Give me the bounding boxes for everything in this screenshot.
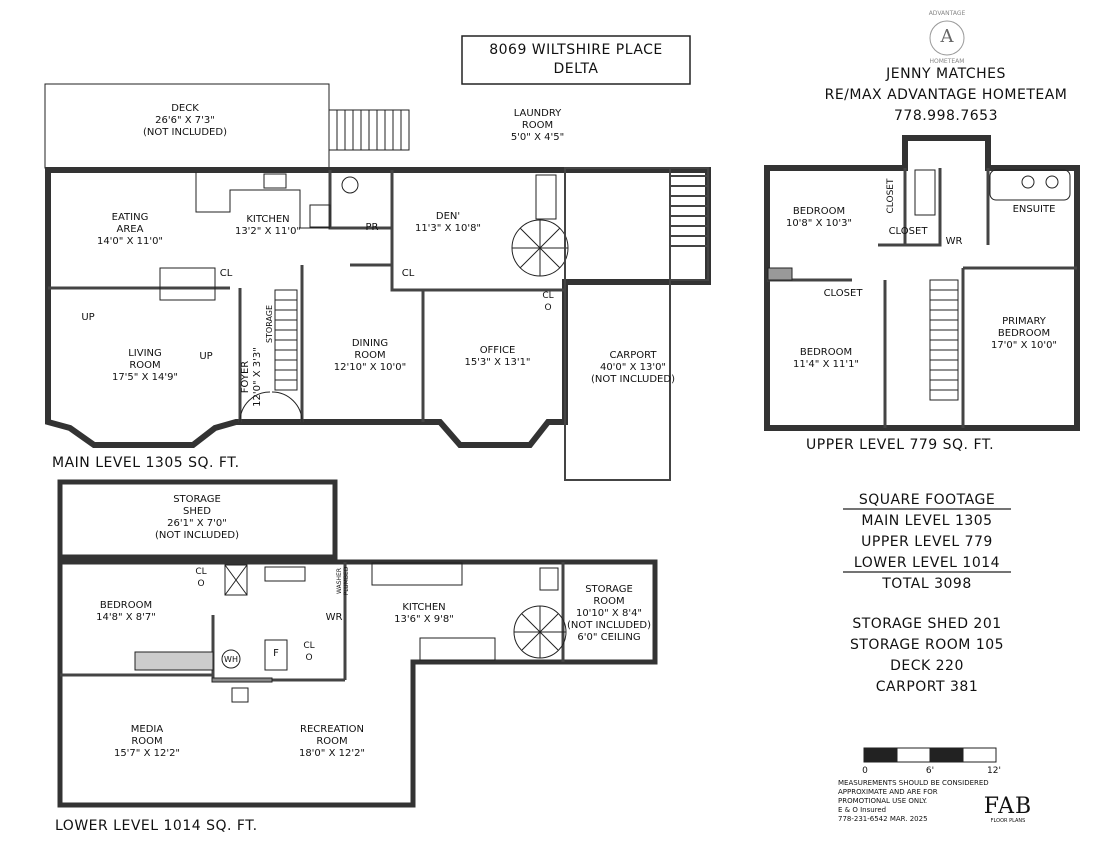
sqft-upper: UPPER LEVEL 779 xyxy=(861,534,993,550)
tag-furnace: F xyxy=(273,648,279,659)
address-line-1: 8069 WILTSHIRE PLACE xyxy=(489,42,663,58)
sqft-deck: DECK 220 xyxy=(890,658,964,674)
tag-clo-bedroom: CLO xyxy=(195,567,207,589)
room-storage-shed: STORAGE SHED 26'1" X 7'0" (NOT INCLUDED) xyxy=(155,494,239,541)
upper-level-walls xyxy=(764,135,1080,431)
brand-logo: FAB FLOOR PLANS xyxy=(983,794,1033,825)
sqft-lower: LOWER LEVEL 1014 xyxy=(853,555,1001,571)
sqft-shed: STORAGE SHED 201 xyxy=(852,616,1002,632)
room-primary-bedroom: PRIMARY BEDROOM 17'0" X 10'0" xyxy=(990,316,1058,351)
room-lower-kitchen: KITCHEN 13'6" X 9'8" xyxy=(394,602,454,625)
tag-up-foyer: UP xyxy=(199,351,213,362)
agent-company: RE/MAX ADVANTAGE HOMETEAM xyxy=(824,87,1068,103)
sqft-carport: CARPORT 381 xyxy=(875,679,979,695)
room-foyer: FOYER 12'0" X 3'3" xyxy=(240,347,263,407)
scale-tick-12: 12' xyxy=(987,766,1001,776)
logo-top-text: ADVANTAGE xyxy=(928,10,966,17)
tag-closet-hall: CLOSET xyxy=(888,226,928,237)
scale-tick-6: 6' xyxy=(925,766,935,776)
room-dining: DINING ROOM 12'10" X 10'0" xyxy=(333,338,407,373)
tag-clo-office: CLO xyxy=(542,291,554,313)
upper-level-caption: UPPER LEVEL 779 SQ. FT. xyxy=(806,437,995,453)
tag-washer-plumbed: WASHER PLUMBED xyxy=(336,566,350,596)
tag-up-living: UP xyxy=(81,312,95,323)
room-laundry: LAUNDRY ROOM 5'0" X 4'5" xyxy=(510,108,565,143)
sqft-total: TOTAL 3098 xyxy=(882,576,972,592)
room-eating-area: EATING AREA 14'0" X 11'0" xyxy=(96,212,164,247)
agent-phone: 778.998.7653 xyxy=(894,108,998,124)
room-recreation: RECREATION ROOM 18'0" X 12'2" xyxy=(298,724,366,759)
logo-circle xyxy=(929,20,965,56)
room-ensuite: ENSUITE xyxy=(1012,204,1056,215)
logo-letter: A xyxy=(940,26,954,47)
logo-bottom-text: HOMETEAM xyxy=(929,58,965,65)
tag-wh: WH xyxy=(224,655,238,664)
tag-closet-bedroom: CLOSET xyxy=(823,288,863,299)
room-upper-bedroom-2: BEDROOM 11'4" X 11'1" xyxy=(792,347,860,370)
sqft-storage-room: STORAGE ROOM 105 xyxy=(849,637,1005,653)
room-upper-bedroom-1: BEDROOM 10'8" X 10'3" xyxy=(785,206,853,229)
tag-closet-vertical: CLOSET xyxy=(886,178,896,214)
tag-cl-kitchen: CL xyxy=(219,268,233,279)
room-carport: CARPORT 40'0" X 13'0" (NOT INCLUDED) xyxy=(591,350,675,385)
shed-outline xyxy=(57,479,338,560)
room-den: DEN' 11'3" X 10'8" xyxy=(414,211,482,234)
main-level-caption: MAIN LEVEL 1305 SQ. FT. xyxy=(52,455,240,471)
room-media: MEDIA ROOM 15'7" X 12'2" xyxy=(113,724,181,759)
scale-tick-0: 0 xyxy=(862,766,868,776)
tag-storage: STORAGE xyxy=(265,304,274,344)
address-line-2: DELTA xyxy=(553,61,599,77)
lower-level-walls xyxy=(57,559,658,808)
carport-outline xyxy=(564,167,671,481)
room-storage-room: STORAGE ROOM 10'10" X 8'4" (NOT INCLUDED… xyxy=(567,584,651,643)
main-level-walls xyxy=(45,167,711,448)
tag-clo-hall: CLO xyxy=(303,641,315,663)
room-lower-bedroom: BEDROOM 14'8" X 8'7" xyxy=(96,600,156,623)
room-deck: DECK 26'6" X 7'3" (NOT INCLUDED) xyxy=(143,103,227,138)
sqft-main: MAIN LEVEL 1305 xyxy=(861,513,993,529)
sqft-title: SQUARE FOOTAGE xyxy=(858,492,996,508)
room-living: LIVING ROOM 17'5" X 14'9" xyxy=(111,348,179,383)
tag-wr-lower: WR xyxy=(325,612,343,623)
room-office: OFFICE 15'3" X 13'1" xyxy=(464,345,531,368)
agent-name: JENNY MATCHES xyxy=(886,66,1006,82)
room-kitchen: KITCHEN 13'2" X 11'0" xyxy=(234,214,302,237)
disclaimer: MEASUREMENTS SHOULD BE CONSIDERED APPROX… xyxy=(838,779,989,823)
address-box xyxy=(461,35,691,85)
tag-wr-upper: WR xyxy=(945,236,963,247)
tag-cl-den: CL xyxy=(401,268,415,279)
lower-level-caption: LOWER LEVEL 1014 SQ. FT. xyxy=(55,818,258,834)
tag-pr: PR xyxy=(365,222,379,233)
